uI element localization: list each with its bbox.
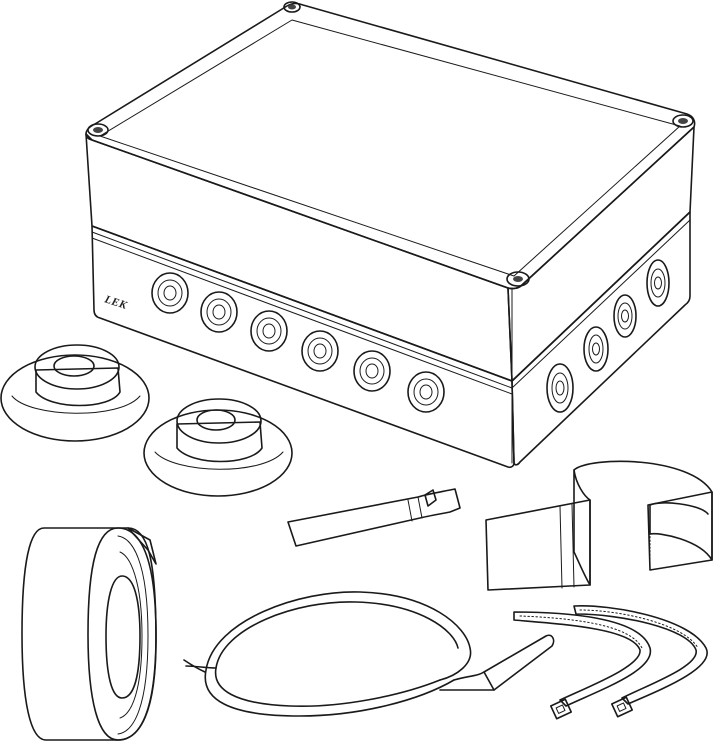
screw-icon bbox=[672, 114, 694, 128]
front-knockouts bbox=[151, 272, 445, 413]
knockout-icon bbox=[301, 330, 339, 372]
box-base-side bbox=[511, 211, 691, 466]
screw-icon bbox=[87, 123, 109, 137]
knockout-icon bbox=[407, 371, 445, 413]
box-lid-side bbox=[507, 126, 695, 382]
grommet-light bbox=[0, 344, 150, 442]
side-knockouts bbox=[546, 259, 670, 413]
box-lid-front bbox=[85, 133, 513, 382]
heat-paste-sachet bbox=[287, 488, 461, 547]
screw-icon bbox=[283, 1, 301, 13]
pipe-clamp-band bbox=[485, 460, 713, 591]
knockout-icon bbox=[353, 350, 391, 392]
knockout-icon bbox=[646, 259, 670, 307]
screw-icon bbox=[506, 271, 530, 287]
cable-tie-icon bbox=[573, 605, 708, 718]
knockout-icon bbox=[546, 363, 574, 413]
cable-ties bbox=[513, 605, 708, 720]
grommet-dark bbox=[143, 398, 293, 497]
aluminium-tape-roll bbox=[21, 527, 157, 741]
knockout-icon bbox=[613, 294, 637, 338]
knockout-icon bbox=[583, 326, 609, 372]
knockout-icon bbox=[250, 310, 288, 352]
temperature-sensor bbox=[183, 591, 555, 717]
knockout-icon bbox=[200, 291, 238, 333]
junction-box: LEK bbox=[85, 1, 696, 469]
box-brand-label: LEK bbox=[102, 293, 129, 312]
cable-tie-icon bbox=[513, 611, 651, 720]
knockout-icon bbox=[151, 272, 189, 314]
